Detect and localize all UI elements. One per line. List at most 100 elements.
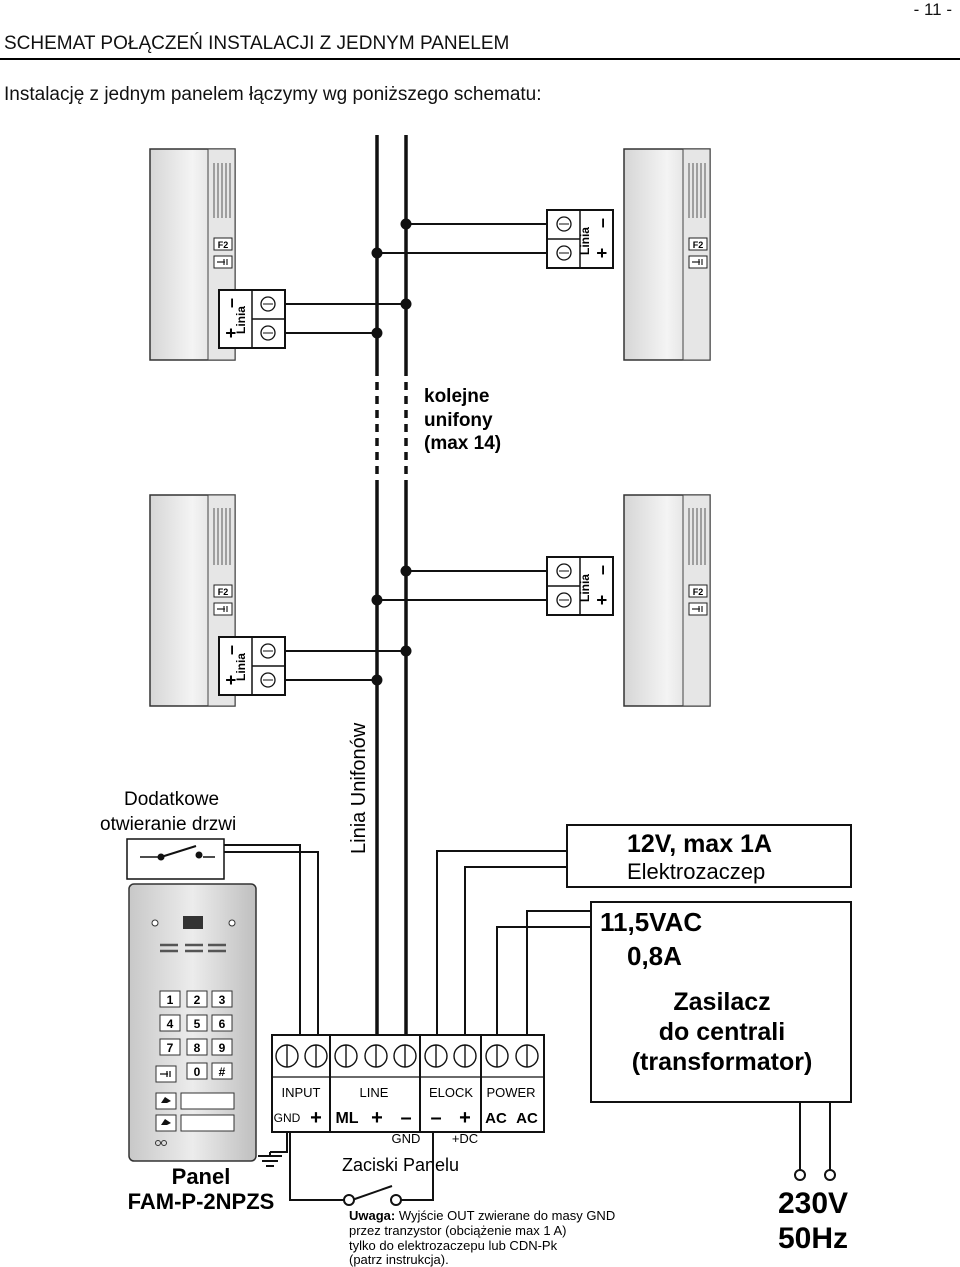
terminal-name: Linia <box>234 306 248 334</box>
panel-terminal-block: INPUT LINE ELOCK POWER GND + ML + – – + … <box>271 1034 545 1133</box>
extra-door-line2: otwieranie drzwi <box>100 814 236 835</box>
keypad-key-label: 2 <box>194 993 201 1007</box>
pin-plus: + <box>310 1107 322 1129</box>
more-units-line3: (max 14) <box>424 433 501 454</box>
pin-minus: – <box>400 1107 411 1129</box>
lock-line2: Elektrozaczep <box>627 859 765 884</box>
note-line1: Wyjście OUT zwierane do masy GND <box>395 1208 615 1223</box>
transformer-line1: 11,5VAC <box>600 907 702 937</box>
keypad-key <box>211 990 233 1008</box>
note: Uwaga: Wyjście OUT zwierane do masy GND … <box>349 1208 615 1267</box>
pin-ac: AC <box>516 1110 538 1127</box>
terminal-name: Linia <box>578 574 592 602</box>
key-icon <box>692 606 703 612</box>
group-input: INPUT <box>282 1085 321 1100</box>
keypad-key <box>186 990 208 1008</box>
mains-line1: 230V <box>778 1187 848 1220</box>
bell-icon <box>161 1119 171 1125</box>
mains-terminal <box>794 1169 806 1181</box>
terminal-plus: + <box>221 328 241 339</box>
svg-text:Uwaga: Wyjście OUT zwierane do: Uwaga: Wyjście OUT zwierane do masy GND <box>349 1208 615 1223</box>
transformer-wires <box>496 910 831 1170</box>
keypad-key-label: 9 <box>219 1041 226 1055</box>
page-header: SCHEMAT POŁĄCZEŃ INSTALACJI Z JEDNYM PAN… <box>4 33 510 54</box>
keypad-key-label: 3 <box>219 993 226 1007</box>
note-line2: przez tranzystor (obciążenie max 1 A) <box>349 1223 566 1238</box>
keypad-key-label: 8 <box>194 1041 201 1055</box>
more-units-line2: unifony <box>424 410 493 431</box>
keypad-key <box>186 1038 208 1056</box>
terminal-plus: + <box>592 248 612 259</box>
f2-label: F2 <box>693 240 704 250</box>
keypad-key <box>159 1038 181 1056</box>
key-icon <box>217 259 228 265</box>
terminal-plus: + <box>221 675 241 686</box>
group-elock: ELOCK <box>429 1085 473 1100</box>
extra-door-line1: Dodatkowe <box>124 789 219 810</box>
key-icon <box>217 606 228 612</box>
door-switch-wires <box>224 844 319 1035</box>
pin-gnd: GND <box>274 1111 301 1125</box>
keypad-key <box>211 1014 233 1032</box>
door-switch <box>126 838 225 880</box>
keypad-key-label: 5 <box>194 1017 201 1031</box>
keypad-key-label: 7 <box>167 1041 174 1055</box>
bus-lines <box>375 135 408 1035</box>
terminals-title: Zaciski Panelu <box>342 1155 459 1175</box>
panel-line1: Panel <box>172 1164 231 1189</box>
page-number: - 11 - <box>913 0 952 19</box>
terminal-minus: – <box>221 298 241 308</box>
gnd-bottom-label: GND <box>392 1131 421 1146</box>
terminal-name: Linia <box>234 653 248 681</box>
key-icon <box>160 1071 171 1077</box>
keypad-key-label: 1 <box>167 993 174 1007</box>
note-bold: Uwaga: <box>349 1208 395 1223</box>
transformer-line4: do centrali <box>659 1018 785 1046</box>
junction-dots <box>371 218 412 686</box>
camera-window <box>183 916 203 929</box>
terminal-plus: + <box>592 595 612 606</box>
panel-line2: FAM-P-2NPZS <box>128 1189 275 1214</box>
terminal-block-bottom-left: – + Linia <box>218 636 286 696</box>
switch-contact <box>343 1194 355 1206</box>
transformer-line2: 0,8A <box>627 941 682 971</box>
mains-line2: 50Hz <box>778 1222 848 1255</box>
keypad-key-label: # <box>219 1065 226 1079</box>
note-line4: (patrz instrukcja). <box>349 1252 449 1267</box>
terminal-minus: – <box>221 645 241 655</box>
more-units-line1: kolejne <box>424 386 489 407</box>
lock-line1: 12V, max 1A <box>627 830 772 858</box>
lock-box <box>566 824 852 888</box>
switch-contact <box>390 1194 402 1206</box>
name-plate <box>180 1114 235 1132</box>
pin-ml: ML <box>335 1110 358 1127</box>
terminal-minus: – <box>592 218 612 228</box>
line-label: Linia Unifonów <box>348 722 370 854</box>
intercom-bottom-right: F2 <box>623 494 711 707</box>
transformer-box <box>590 901 852 1103</box>
ground-symbol <box>258 1132 288 1167</box>
key-icon <box>692 259 703 265</box>
f2-label: F2 <box>693 587 704 597</box>
terminal-block-top-right: – + Linia <box>546 209 614 269</box>
pin-plus: + <box>459 1107 471 1129</box>
keypad-key <box>159 1014 181 1032</box>
pin-ac: AC <box>485 1110 507 1127</box>
keypad-key <box>211 1062 233 1080</box>
name-plate <box>180 1092 235 1110</box>
mains-terminal <box>824 1169 836 1181</box>
keypad-key-label: 0 <box>194 1065 201 1079</box>
terminal-block-top-left: – + Linia <box>218 289 286 349</box>
transformer-line5: (transformator) <box>632 1048 813 1076</box>
note-line3: tylko do elektrozaczepu lub CDN-Pk <box>349 1238 558 1253</box>
lock-wires <box>436 850 567 1035</box>
intro-text: Instalację z jednym panelem łączymy wg p… <box>4 84 542 105</box>
keypad-key-label: 6 <box>219 1017 226 1031</box>
bell-icon <box>161 1097 171 1103</box>
group-power: POWER <box>486 1085 535 1100</box>
pin-minus: – <box>430 1107 441 1129</box>
f2-label: F2 <box>218 240 229 250</box>
